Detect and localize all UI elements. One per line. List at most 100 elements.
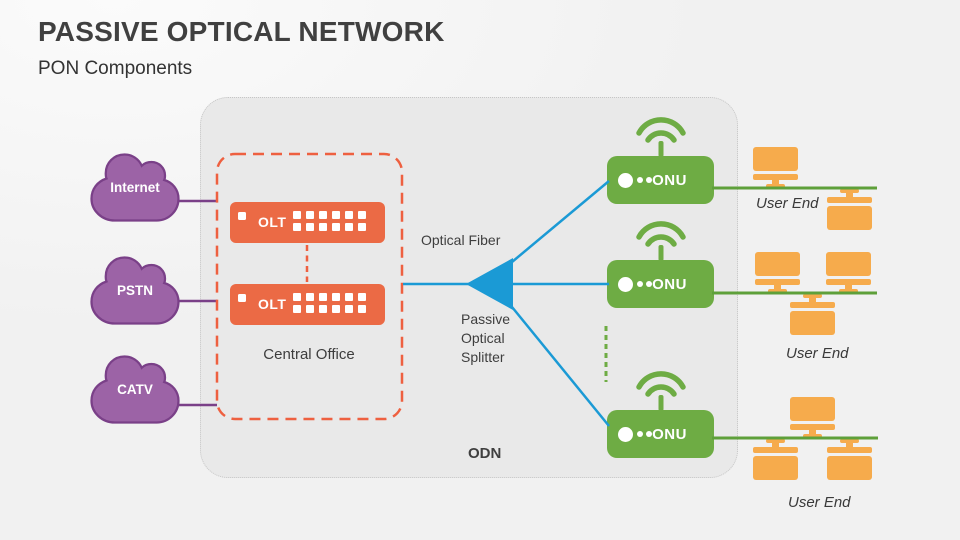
monitor-screen (826, 252, 871, 276)
monitor-screen (755, 252, 800, 276)
monitor-screen (790, 397, 835, 421)
odn-label: ODN (468, 445, 502, 462)
cloud-label: PSTN (116, 283, 153, 298)
monitor-icon (790, 294, 835, 335)
status-led (637, 281, 643, 287)
port-square (358, 211, 366, 219)
olt-device-2: OLT (230, 284, 385, 325)
port-square (332, 223, 340, 231)
user-end-label: User End (788, 494, 851, 511)
status-led (238, 294, 246, 302)
status-led (637, 177, 643, 183)
port-square (293, 305, 301, 313)
port-square (345, 211, 353, 219)
status-led (646, 177, 652, 183)
cloud-shape (90, 256, 180, 325)
status-led (646, 281, 652, 287)
optical-fiber-label: Optical Fiber (421, 232, 501, 248)
port-square (345, 293, 353, 301)
monitor-base (766, 439, 785, 443)
port-square (306, 305, 314, 313)
monitor-base (839, 289, 858, 293)
monitor-icon (790, 397, 835, 438)
cloud-internet: Internet (84, 150, 186, 228)
user-end-label: User End (786, 345, 849, 362)
monitor-icon (753, 439, 798, 480)
onu-device-2: ONU (607, 260, 714, 308)
monitor-icon (755, 252, 800, 293)
port-square (358, 223, 366, 231)
monitor-screen (827, 206, 872, 230)
monitor-base (766, 184, 785, 188)
monitor-bar (826, 279, 871, 285)
page-subtitle: PON Components (38, 58, 193, 79)
port-grid (293, 293, 369, 313)
monitor-stand (772, 180, 779, 185)
port-square (319, 223, 327, 231)
monitor-icon (827, 439, 872, 480)
monitor-base (803, 294, 822, 298)
onu-device-1: ONU (607, 156, 714, 204)
status-led (646, 431, 652, 437)
port-square (358, 305, 366, 313)
port-square (332, 293, 340, 301)
port-square (332, 211, 340, 219)
port-square (319, 293, 327, 301)
monitor-screen (790, 311, 835, 335)
cloud-catv: CATV (84, 352, 186, 430)
monitor-bar (827, 197, 872, 203)
wifi-icon (636, 221, 686, 261)
port-square (332, 305, 340, 313)
monitor-base (768, 289, 787, 293)
onu-label: ONU (652, 425, 687, 443)
monitor-base (840, 189, 859, 193)
splitter-label: Passive Optical Splitter (461, 311, 511, 365)
port-square (345, 305, 353, 313)
monitor-base (840, 439, 859, 443)
olt-label: OLT (258, 296, 287, 312)
port-square (306, 211, 314, 219)
port-grid (293, 211, 369, 231)
port-square (306, 223, 314, 231)
port-square (293, 211, 301, 219)
monitor-screen (827, 456, 872, 480)
monitor-screen (753, 456, 798, 480)
port-square (319, 305, 327, 313)
port-square (358, 293, 366, 301)
status-led (238, 212, 246, 220)
status-led (618, 276, 633, 292)
monitor-stand (774, 285, 781, 290)
cloud-label: Internet (110, 180, 160, 195)
olt-device-1: OLT (230, 202, 385, 243)
monitor-bar (790, 302, 835, 308)
monitor-icon (827, 189, 872, 230)
page-title: PASSIVE OPTICAL NETWORK (38, 16, 445, 47)
user-end-label: User End (756, 195, 819, 212)
olt-label: OLT (258, 214, 287, 230)
central-office-label: Central Office (263, 346, 355, 363)
monitor-icon (826, 252, 871, 293)
port-square (306, 293, 314, 301)
status-led (618, 426, 633, 442)
monitor-bar (753, 447, 798, 453)
wifi-icon (636, 117, 686, 157)
monitor-bar (790, 424, 835, 430)
onu-device-3: ONU (607, 410, 714, 458)
onu-label: ONU (652, 171, 687, 189)
port-square (293, 293, 301, 301)
status-led (637, 431, 643, 437)
cloud-shape (90, 355, 180, 424)
monitor-bar (753, 174, 798, 180)
monitor-screen (753, 147, 798, 171)
port-square (345, 223, 353, 231)
cloud-pstn: PSTN (84, 253, 186, 331)
wifi-icon (636, 371, 686, 411)
cloud-label: CATV (117, 382, 153, 397)
status-led (618, 172, 633, 188)
monitor-stand (845, 285, 852, 290)
monitor-base (803, 434, 822, 438)
monitor-bar (827, 447, 872, 453)
onu-label: ONU (652, 275, 687, 293)
monitor-bar (755, 279, 800, 285)
